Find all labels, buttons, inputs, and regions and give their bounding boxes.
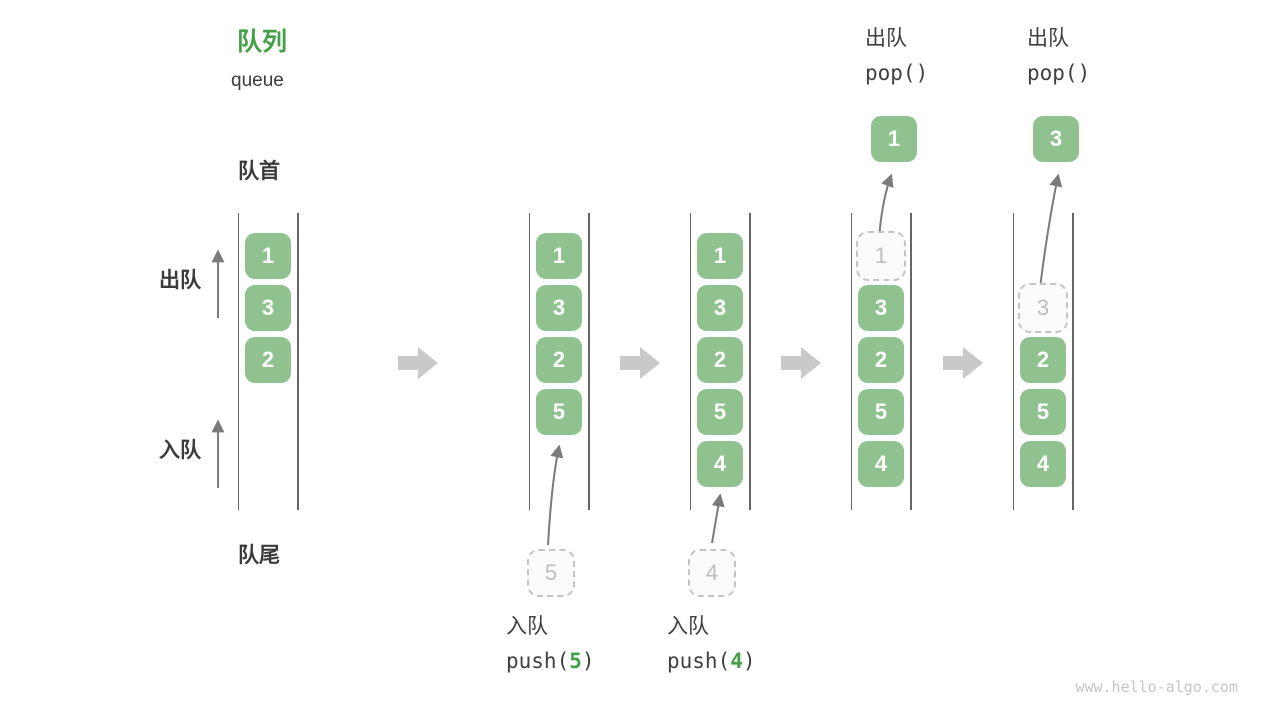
popped-element: 3 [1033,116,1079,162]
queue-slot: 2 [858,337,904,383]
queue-slot: 5 [536,389,582,435]
operation-code-label: push(5) [506,649,595,673]
staging-element: 4 [688,549,736,597]
queue-slot: 4 [697,441,743,487]
code-prefix: push( [667,649,731,673]
queue-slot: 4 [858,441,904,487]
code-argument: 4 [730,649,743,673]
diagram-subtitle: queue [231,70,284,91]
operation-label: 出队 pop() [865,22,928,85]
operation-label: 入队 push(4) [667,610,756,673]
operation-action-label: 入队 [506,615,548,638]
operation-action-label: 出队 [865,27,907,50]
queue-column-line [297,213,299,510]
queue-rear-label: 队尾 [238,544,280,567]
dequeue-direction-label: 出队 [159,269,201,292]
queue-slot: 2 [536,337,582,383]
operation-code-label: pop() [1027,61,1090,85]
queue-slot: 3 [536,285,582,331]
queue-slot: 4 [1020,441,1066,487]
queue-slot: 1 [536,233,582,279]
queue-slot: 1 [245,233,291,279]
operation-code-label: pop() [865,61,928,85]
code-suffix: ) [742,649,756,673]
operation-label: 入队 push(5) [506,610,595,673]
queue-slot-removed: 3 [1018,283,1068,333]
code-prefix: pop( [1027,61,1078,85]
queue-column-line [528,213,530,510]
code-argument: 5 [569,649,582,673]
code-suffix: ) [915,61,929,85]
code-prefix: push( [506,649,570,673]
code-prefix: pop( [865,61,916,85]
operation-action-label: 出队 [1027,27,1069,50]
diagram-title: 队列 [237,28,288,56]
queue-slot: 5 [1020,389,1066,435]
queue-column-line [588,213,590,510]
queue-column-line [1012,213,1014,510]
queue-slot: 5 [858,389,904,435]
queue-slot: 2 [1020,337,1066,383]
queue-column-line [850,213,852,510]
queue-column-line [1072,213,1074,510]
queue-slot: 3 [858,285,904,331]
staging-element: 5 [527,549,575,597]
queue-column-line [689,213,691,510]
queue-slot: 3 [245,285,291,331]
code-suffix: ) [1077,61,1091,85]
enqueue-direction-label: 入队 [159,439,201,462]
queue-slot: 3 [697,285,743,331]
queue-slot: 2 [697,337,743,383]
operation-code-label: push(4) [667,649,756,673]
queue-slot-removed: 1 [856,231,906,281]
operation-label: 出队 pop() [1027,22,1090,85]
queue-slot: 5 [697,389,743,435]
queue-column-line [237,213,239,510]
watermark: www.hello-algo.com [1075,678,1238,696]
code-suffix: ) [581,649,595,673]
queue-front-label: 队首 [238,160,280,183]
queue-column-line [910,213,912,510]
queue-slot: 2 [245,337,291,383]
popped-element: 1 [871,116,917,162]
queue-slot: 1 [697,233,743,279]
operation-action-label: 入队 [667,615,709,638]
queue-column-line [749,213,751,510]
